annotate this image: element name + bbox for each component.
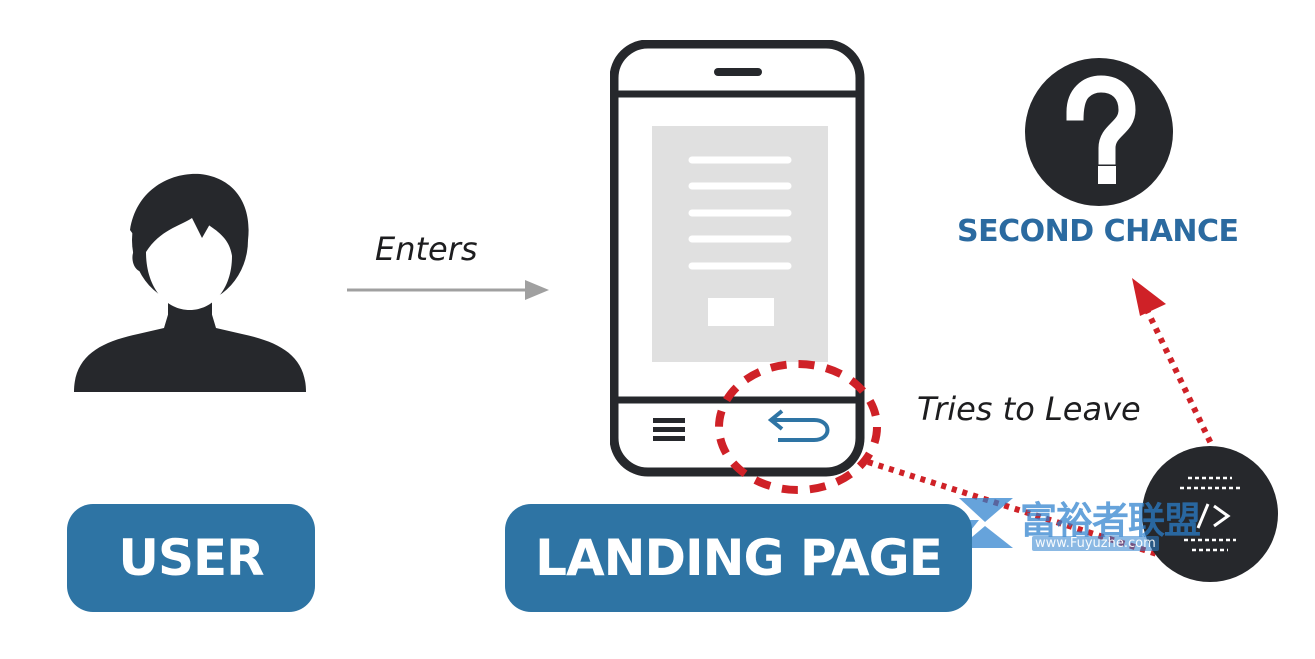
- edge-label-enters: Enters: [375, 230, 478, 268]
- screen-button: [708, 298, 774, 326]
- user-node-label: USER: [67, 504, 315, 612]
- landing-page-node-label: LANDING PAGE: [505, 504, 972, 612]
- edge-label-tries-to-leave: Tries to Leave: [917, 390, 1141, 428]
- second-chance-label: SECOND CHANCE: [957, 214, 1239, 249]
- enters-arrow: [347, 280, 549, 300]
- phone-icon: [610, 40, 865, 477]
- back-arrow-icon: [767, 409, 830, 442]
- watermark-url: www.Fuyuzhe.com: [1032, 536, 1159, 551]
- question-mark-icon: [1025, 58, 1173, 206]
- watermark-text: 富裕者联盟: [1020, 499, 1201, 542]
- hamburger-menu-icon: [653, 418, 685, 441]
- code-icon: [1142, 446, 1278, 582]
- user-icon: [74, 173, 306, 392]
